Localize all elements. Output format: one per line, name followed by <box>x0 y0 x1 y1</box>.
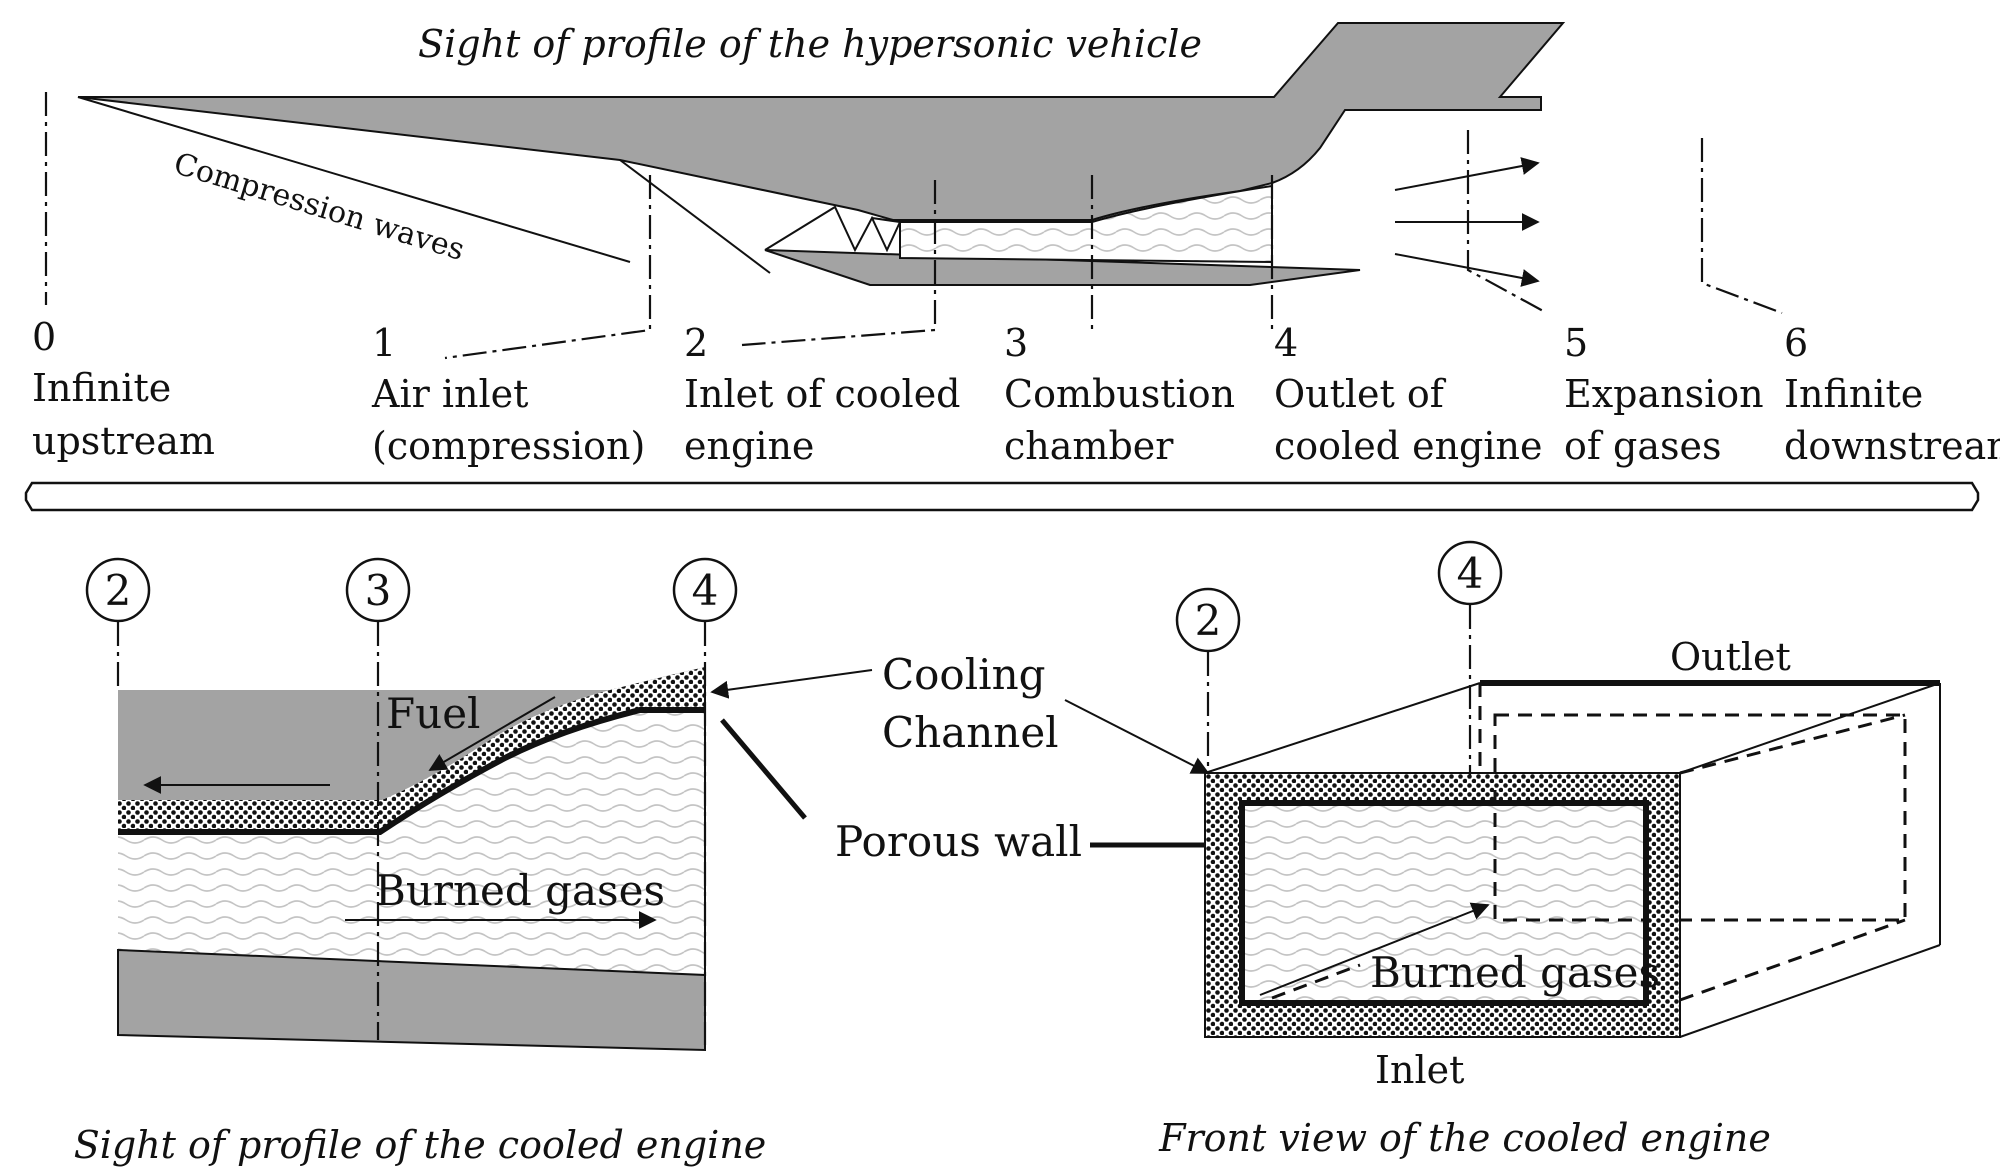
svg-text:Expansion: Expansion <box>1564 372 1764 416</box>
marker-3-circle <box>345 557 411 623</box>
marker-3-label: 3 <box>365 566 392 615</box>
fuel-label: Fuel <box>386 689 480 738</box>
cooling-channel-profile <box>118 667 705 832</box>
marker-4-label: 4 <box>692 566 719 615</box>
fuel-arrow-diagonal <box>428 696 556 771</box>
burned-gases-label-right: Burned gases <box>1370 948 1660 997</box>
compression-waves-label: Compression waves <box>170 146 469 268</box>
section-divider <box>24 481 1980 512</box>
compression-wave-1 <box>77 96 631 263</box>
svg-text:1: 1 <box>372 321 396 365</box>
front-marker-4-label: 4 <box>1457 549 1484 598</box>
station-line-1 <box>444 175 652 360</box>
svg-text:engine: engine <box>684 424 814 468</box>
front-marker-4-circle <box>1437 540 1503 606</box>
engine-front-view: Burned gases Outlet Inlet 2 4 Front view… <box>1158 540 1941 1160</box>
svg-text:0: 0 <box>32 315 56 359</box>
svg-text:Outlet of: Outlet of <box>1274 372 1447 416</box>
front-marker-2-label: 2 <box>1195 596 1222 645</box>
svg-text:downstream: downstream <box>1784 424 2000 468</box>
cooling-arrow-left <box>710 669 873 699</box>
station-5: 5 Expansion of gases <box>1564 321 1764 468</box>
svg-text:4: 4 <box>1274 321 1298 365</box>
station-2: 2 Inlet of cooled engine <box>684 321 961 468</box>
inner-box-edge-1 <box>1679 713 1906 775</box>
marker-2-label: 2 <box>105 566 132 615</box>
outlet-label: Outlet <box>1670 635 1791 679</box>
svg-text:Air inlet: Air inlet <box>371 372 528 416</box>
burned-gases-dash <box>1271 963 1361 1000</box>
front-marker-2-circle <box>1175 587 1241 653</box>
porous-pointer-left <box>720 718 807 820</box>
compression-wave-2 <box>619 159 771 274</box>
svg-text:6: 6 <box>1784 321 1808 365</box>
vehicle-title: Sight of profile of the hypersonic vehic… <box>418 22 1202 66</box>
cooling-channel-label-1: Cooling <box>882 650 1046 699</box>
exhaust-arrow-3 <box>1394 253 1540 287</box>
inner-box-visible <box>1493 790 1646 922</box>
svg-text:5: 5 <box>1564 321 1588 365</box>
svg-text:3: 3 <box>1004 321 1028 365</box>
svg-text:of gases: of gases <box>1564 424 1722 468</box>
box-bottom-right-edge <box>1679 944 1941 1038</box>
box-top-left-edge <box>1204 682 1481 774</box>
burned-gases-arrow-front <box>1259 902 1490 996</box>
svg-text:upstream: upstream <box>32 419 215 463</box>
exhaust-arrow-1 <box>1394 157 1540 191</box>
svg-text:cooled engine: cooled engine <box>1274 424 1543 468</box>
engine-profile-caption: Sight of profile of the cooled engine <box>74 1123 767 1167</box>
svg-text:Inlet of cooled: Inlet of cooled <box>684 372 961 416</box>
porous-wall-label: Porous wall <box>835 817 1082 866</box>
station-0: 0 Infinite upstream <box>32 315 215 463</box>
station-3: 3 Combustion chamber <box>1004 321 1235 468</box>
svg-text:2: 2 <box>684 321 708 365</box>
station-line-6 <box>1700 138 1783 315</box>
box-top-right-edge <box>1679 682 1941 774</box>
inlet-truss <box>764 205 901 258</box>
porous-wall-line <box>118 707 705 835</box>
inner-box-edge-2 <box>1679 918 1906 1002</box>
svg-text:(compression): (compression) <box>372 424 645 468</box>
burned-gases-region <box>118 710 705 975</box>
lower-wall <box>117 948 706 1052</box>
svg-text:Infinite: Infinite <box>32 366 171 410</box>
svg-text:chamber: chamber <box>1004 424 1174 468</box>
cooling-arrow-right <box>1064 699 1210 774</box>
station-line-5 <box>1466 130 1546 313</box>
front-view-caption: Front view of the cooled engine <box>1158 1116 1771 1160</box>
upper-wall <box>118 667 705 800</box>
station-line-2 <box>741 180 937 347</box>
burned-gases-label-left: Burned gases <box>375 866 665 915</box>
vehicle-profile: Sight of profile of the hypersonic vehic… <box>32 22 2000 468</box>
combustion-chamber-face <box>1239 800 1649 1006</box>
station-4: 4 Outlet of cooled engine <box>1274 321 1543 468</box>
shared-labels: Cooling Channel Porous wall <box>710 650 1240 866</box>
station-1: 1 Air inlet (compression) <box>371 321 645 468</box>
marker-2-circle <box>85 557 151 623</box>
inlet-label: Inlet <box>1375 1048 1464 1092</box>
svg-text:Combustion: Combustion <box>1004 372 1235 416</box>
cooling-channel-label-2: Channel <box>882 708 1059 757</box>
svg-text:Infinite: Infinite <box>1784 372 1923 416</box>
station-6: 6 Infinite downstream <box>1784 321 2000 468</box>
engine-profile: Fuel Burned gases 2 3 4 Sight of profile… <box>74 557 767 1167</box>
marker-4-circle <box>672 557 738 623</box>
